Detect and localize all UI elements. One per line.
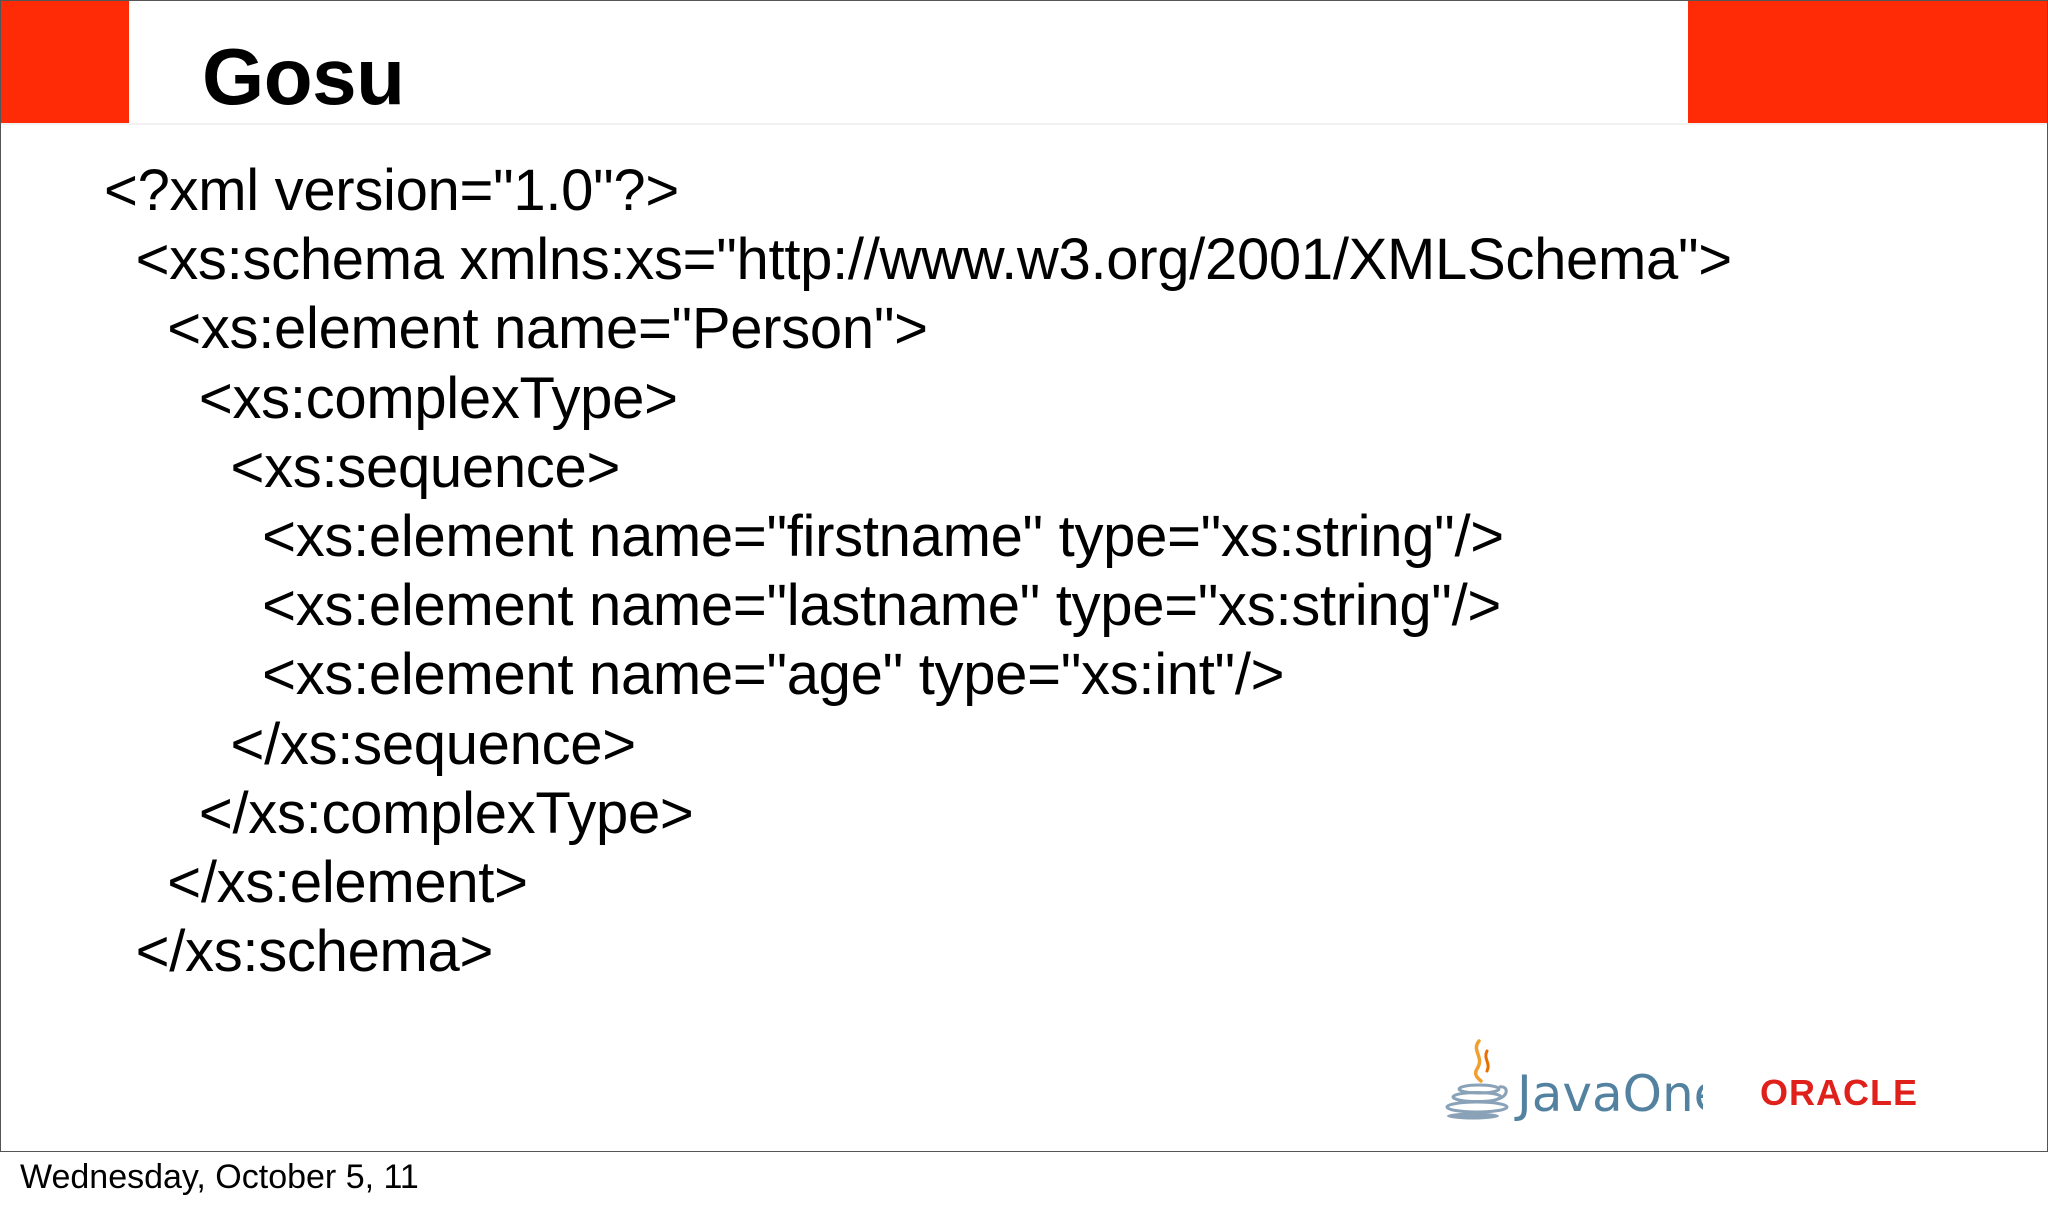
code-line: <xs:schema xmlns:xs="http://www.w3.org/2… bbox=[104, 227, 1733, 293]
header-accent-bar-right bbox=[1688, 1, 2047, 123]
code-line: <?xml version="1.0"?> bbox=[104, 158, 679, 223]
code-line: <xs:element name="lastname" type="xs:str… bbox=[104, 573, 1501, 639]
code-line: <xs:sequence> bbox=[104, 434, 621, 500]
javaone-logo: JavaOne bbox=[1445, 1039, 1703, 1123]
oracle-logo: ORACLE bbox=[1760, 1072, 1918, 1112]
header-divider bbox=[1, 123, 2047, 125]
slide-title: Gosu bbox=[202, 32, 405, 121]
slide: Gosu <?xml version="1.0"?> <xs:schema xm… bbox=[0, 0, 2048, 1152]
code-line: <xs:complexType> bbox=[104, 365, 678, 431]
footer-date: Wednesday, October 5, 11 bbox=[20, 1158, 419, 1196]
code-line: </xs:element> bbox=[104, 850, 528, 916]
code-line: <xs:element name="firstname" type="xs:st… bbox=[104, 504, 1504, 570]
code-line: </xs:sequence> bbox=[104, 711, 637, 777]
code-line: <xs:element name="age" type="xs:int"/> bbox=[104, 642, 1285, 708]
xml-schema-code: <?xml version="1.0"?> <xs:schema xmlns:x… bbox=[104, 156, 1732, 986]
code-line: </xs:complexType> bbox=[104, 780, 694, 846]
code-line: </xs:schema> bbox=[104, 919, 494, 985]
java-cup-icon bbox=[1445, 1039, 1509, 1120]
code-line: <xs:element name="Person"> bbox=[104, 296, 928, 362]
oracle-wordmark: ORACLE bbox=[1760, 1072, 1918, 1112]
header-accent-bar-left bbox=[1, 1, 129, 123]
javaone-wordmark: JavaOne bbox=[1514, 1065, 1703, 1123]
